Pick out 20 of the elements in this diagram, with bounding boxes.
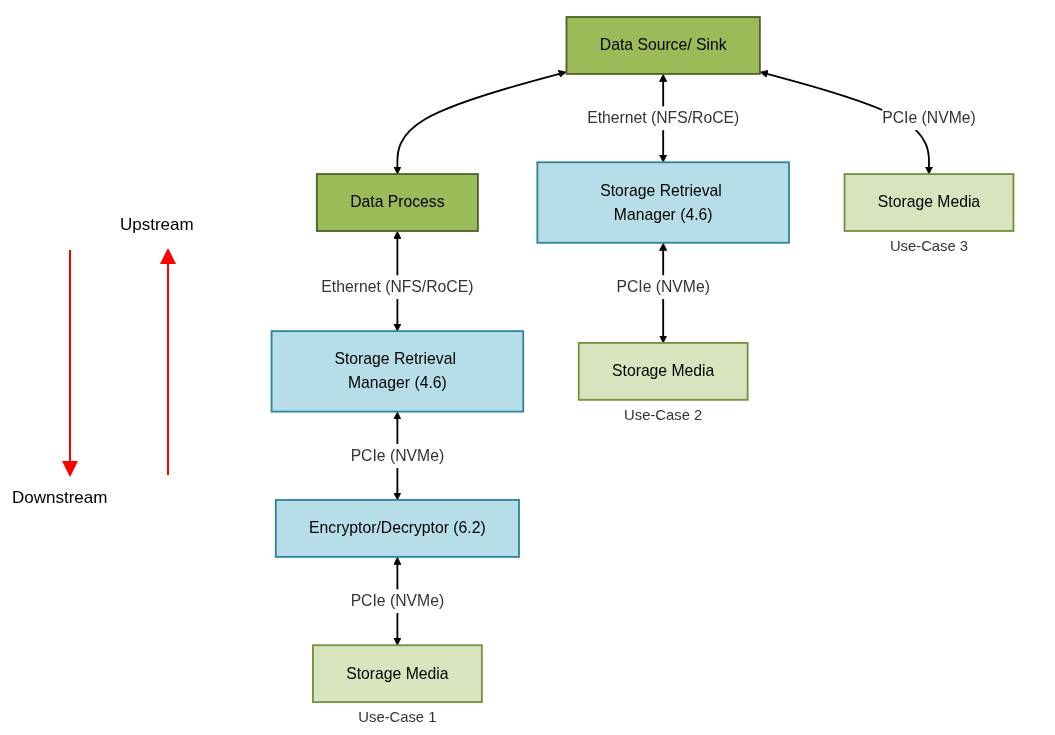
direction-label: Upstream xyxy=(120,215,194,235)
node-box: Data Source/ Sink xyxy=(565,16,761,75)
node-box: Data Process xyxy=(315,173,479,232)
edge-label: Ethernet (NFS/RoCE) xyxy=(321,277,474,296)
edge-label: PCIe (NVMe) xyxy=(350,592,445,610)
node-caption: Use-Case 1 xyxy=(358,709,437,726)
node-box: Storage Media xyxy=(577,342,749,401)
node-box: Storage Retrieval Manager (4.6) xyxy=(536,161,790,244)
node-caption: Use-Case 2 xyxy=(624,407,703,424)
node-box: Encryptor/Decryptor (6.2) xyxy=(274,499,520,558)
edge-label: PCIe (NVMe) xyxy=(882,109,976,127)
edge-label: Ethernet (NFS/RoCE) xyxy=(587,109,740,127)
edge-label: PCIe (NVMe) xyxy=(350,446,445,465)
arrow xyxy=(393,70,567,175)
node-caption: Use-Case 3 xyxy=(889,238,969,255)
node-box: Storage Media xyxy=(843,173,1015,232)
node-box: Storage Media xyxy=(312,644,483,704)
edge-label: PCIe (NVMe) xyxy=(616,277,710,296)
direction-label: Downstream xyxy=(12,488,108,508)
node-box: Storage Retrieval Manager (4.6) xyxy=(270,330,525,413)
